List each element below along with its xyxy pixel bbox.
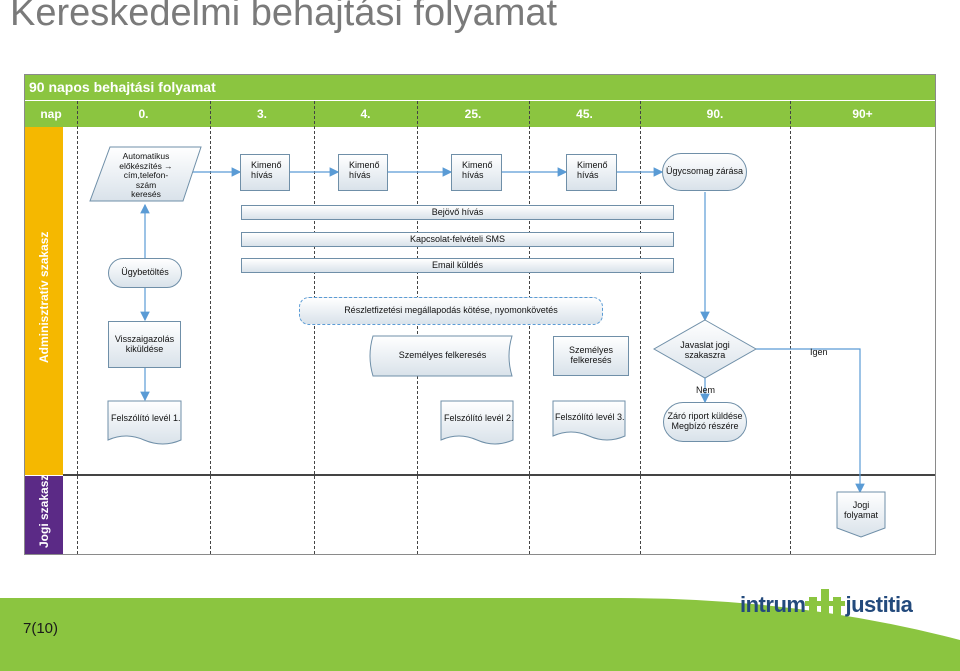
logo-word-right: justitia [845, 592, 913, 617]
logo-mark-icon [805, 589, 846, 619]
node-text: hívás [577, 169, 599, 180]
node-text: hívás [251, 169, 273, 180]
node-text: Jogi [852, 500, 870, 510]
close-package-node: Ügycsomag zárása [662, 153, 747, 191]
node-text: Kimenő [349, 160, 380, 170]
node-text: Záró riport küldése [667, 411, 743, 422]
column-divider [77, 101, 78, 554]
column-label: 4. [360, 107, 371, 121]
logo-word-left: intrum [740, 592, 806, 617]
notice-3-label: Felszólító levél 3. [555, 412, 625, 422]
column-label: 25. [464, 107, 482, 121]
node-text: cím,telefon- [123, 170, 169, 180]
node-text: hívás [349, 169, 371, 180]
auto-search-node: Automatikus előkészítés → cím,telefon- s… [116, 151, 176, 200]
node-text: Kimenő [577, 160, 608, 170]
node-text: Megbízó részére [671, 421, 739, 431]
node-text: folyamat [843, 510, 878, 520]
diagram-header: 90 napos behajtási folyamat [25, 75, 935, 100]
node-text: szakaszra [684, 350, 726, 360]
company-logo: intrum justitia [740, 588, 913, 622]
arrow [756, 348, 865, 494]
column-label: 90. [706, 107, 724, 121]
notice-2-label: Felszólító levél 2. [444, 413, 514, 423]
column-label: 45. [576, 107, 593, 121]
auto-search-shape [89, 146, 202, 202]
notice-2-shape [440, 400, 514, 445]
node-text: Automatikus [122, 151, 170, 161]
personal-visit-label: Személyes felkeresés [398, 350, 487, 360]
node-text: hívás [462, 169, 484, 180]
column-label: 90+ [852, 107, 873, 121]
incoming-call-bar: Bejövő hívás [241, 205, 674, 220]
node-text: előkészítés → [119, 160, 173, 171]
legal-proposal-label: Javaslat jogi szakaszra [670, 340, 740, 360]
column-divider [314, 101, 315, 554]
node-text: Kimenő [251, 160, 282, 170]
page-number: 7(10) [23, 620, 59, 637]
node-text: Kimenő [462, 160, 493, 170]
installment-node: Részletfizetési megállapodás kötése, nyo… [299, 297, 603, 325]
diagram-header-title: 90 napos behajtási folyamat [29, 79, 216, 95]
column-label: 3. [256, 107, 267, 121]
notice-1-shape [107, 400, 182, 445]
lane-legal: Jogi szakasz [25, 475, 63, 554]
personal-visit-shape [369, 335, 513, 377]
column-label: nap [40, 107, 62, 121]
yes-label: Igen [810, 347, 828, 357]
node-text: kiküldése [125, 343, 164, 354]
column-label: 0. [138, 107, 149, 121]
node-text: felkeresés [570, 355, 612, 365]
page-title: Kereskedelmi behajtási folyamat [10, 0, 558, 34]
column-divider [790, 101, 791, 554]
load-case-node: Ügybetöltés [108, 258, 182, 288]
column-divider [529, 101, 530, 554]
lane-admin: Adminisztratív szakasz [25, 127, 63, 475]
legal-process-shape [836, 491, 886, 538]
lane-divider [63, 474, 935, 476]
legal-proposal-diamond [652, 319, 758, 379]
email-bar: Email küldés [241, 258, 674, 273]
notice-1-label: Felszólító levél 1. [111, 413, 181, 423]
node-text: keresés [131, 189, 161, 199]
legal-process-label: Jogi folyamat [837, 500, 885, 520]
sms-bar: Kapcsolat-felvételi SMS [241, 232, 674, 247]
node-text: Személyes [568, 345, 613, 356]
column-divider [210, 101, 211, 554]
notice-3-shape [552, 400, 626, 441]
column-divider [417, 101, 418, 554]
node-text: Javaslat jogi [680, 340, 730, 350]
node-text: szám [135, 179, 157, 190]
no-label: Nem [696, 385, 716, 395]
node-text: Visszaigazolás [114, 333, 175, 344]
column-divider [640, 101, 641, 554]
day-columns-header: nap 0. 3. 4. 25. 45. 90. 90+ [25, 101, 935, 127]
